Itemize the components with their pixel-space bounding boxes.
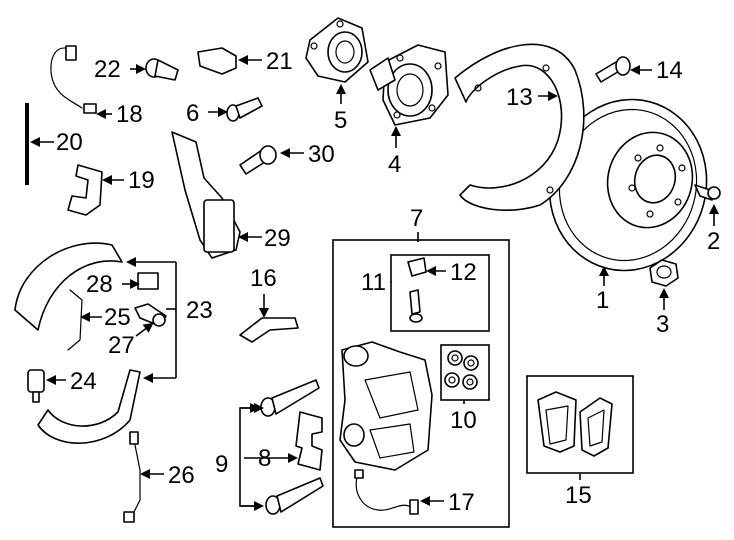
callout-16: 16 [250, 265, 277, 292]
guide-bolts [260, 379, 324, 515]
callout-28: 28 [86, 271, 113, 298]
callout-25: 25 [104, 304, 131, 331]
callout-8: 8 [258, 445, 271, 472]
brake-shoe [14, 242, 167, 444]
bolt-30 [239, 145, 277, 175]
callout-6: 6 [186, 100, 199, 127]
callout-26: 26 [168, 462, 195, 489]
brake-pads [537, 391, 613, 457]
brake-rotor [548, 98, 708, 272]
bolt-22 [145, 58, 179, 81]
actuator-bracket [171, 131, 241, 259]
caliper-clip [295, 411, 323, 471]
callout-10: 10 [450, 407, 477, 434]
callout-14: 14 [656, 57, 683, 84]
callout-7: 7 [410, 205, 423, 232]
callout-3: 3 [656, 311, 669, 338]
callout-5: 5 [334, 107, 347, 134]
leader-lines [30, 55, 719, 511]
callout-17: 17 [448, 489, 475, 516]
bolt-6 [226, 97, 263, 122]
bracket-16 [239, 317, 299, 343]
callout-27: 27 [108, 332, 135, 359]
bleeder-group-box [390, 254, 490, 332]
sensor-24 [27, 369, 45, 403]
callout-12: 12 [450, 259, 477, 286]
brake-caliper [339, 341, 433, 471]
dust-shield [454, 43, 585, 211]
callout-labels: 1 2 3 4 5 6 7 8 9 10 11 12 13 14 15 16 1… [56, 48, 720, 516]
callout-4: 4 [388, 151, 401, 178]
wheel-bearing [305, 17, 369, 83]
bracket-19 [67, 164, 103, 216]
brake-hose [50, 45, 97, 114]
callout-22: 22 [94, 56, 121, 83]
seal-kit [444, 350, 479, 390]
caliper-group-box [332, 239, 510, 528]
callout-2: 2 [707, 228, 720, 255]
callout-19: 19 [128, 167, 155, 194]
screw-part [694, 184, 721, 201]
callout-24: 24 [70, 368, 97, 395]
callout-30: 30 [308, 141, 335, 168]
pad-group-box [526, 375, 634, 474]
wear-sensor-17 [354, 469, 419, 515]
callout-11: 11 [361, 269, 386, 296]
callout-29: 29 [264, 225, 291, 252]
clip-21 [197, 47, 237, 75]
callout-21: 21 [266, 48, 293, 75]
seal-group-box [440, 344, 490, 401]
callout-23: 23 [186, 297, 213, 324]
wheel-hub [369, 44, 449, 126]
callout-15: 15 [565, 482, 592, 509]
callout-13: 13 [506, 84, 533, 111]
callout-18: 18 [116, 101, 143, 128]
bleeder-screw [407, 257, 427, 323]
bolt-14 [595, 56, 631, 83]
wear-sensor-26 [123, 431, 141, 523]
callout-1: 1 [596, 287, 609, 314]
callout-9: 9 [215, 451, 228, 478]
hub-nut [649, 259, 679, 287]
callout-20: 20 [56, 129, 83, 156]
